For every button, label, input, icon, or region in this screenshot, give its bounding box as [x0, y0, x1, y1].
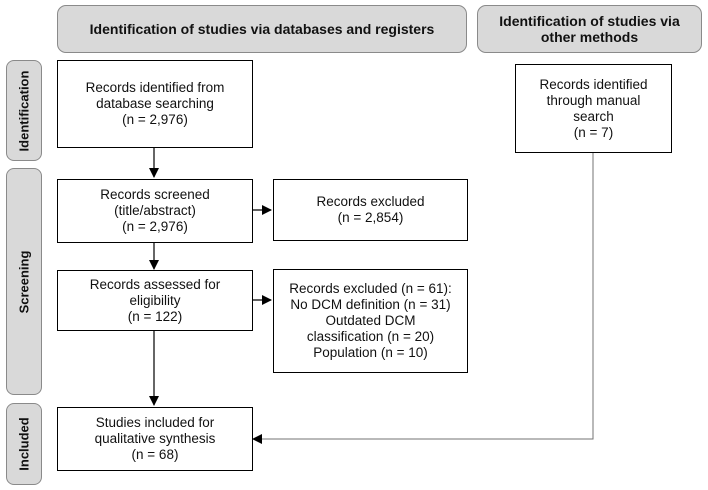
box-studies-included: Studies included for qualitative synthes… — [57, 407, 253, 471]
box-text: (title/abstract) — [114, 203, 196, 218]
arrow-manual-to-included — [255, 153, 594, 440]
header-other-line1: Identification of studies via — [499, 13, 680, 29]
box-records-identified: Records identified from database searchi… — [57, 60, 253, 148]
box-text: Records excluded — [316, 194, 425, 209]
box-text: Records identified — [539, 76, 648, 92]
phase-screening-label: Screening — [16, 250, 32, 313]
box-text: eligibility — [129, 292, 181, 308]
phase-identification: Identification — [6, 60, 42, 161]
box-manual-search: Records identified through manual search… — [515, 64, 672, 153]
box-text: Studies included for — [95, 415, 215, 430]
phase-identification-label: Identification — [16, 70, 32, 151]
phase-included: Included — [6, 403, 42, 485]
phase-included-label: Included — [16, 417, 32, 471]
box-text: through manual — [546, 92, 641, 108]
box-text: (n = 7) — [573, 124, 614, 140]
box-text: Records excluded (n = 61): — [289, 281, 452, 296]
box-text: Population (n = 10) — [313, 345, 428, 360]
box-text: Records assessed for — [89, 276, 221, 292]
box-records-screened: Records screened (title/abstract) (n = 2… — [57, 179, 253, 243]
header-other-methods: Identification of studies via other meth… — [477, 5, 702, 53]
box-text: (n = 2,854) — [337, 210, 404, 225]
header-databases-registers: Identification of studies via databases … — [57, 5, 467, 53]
box-records-assessed: Records assessed for eligibility (n = 12… — [57, 270, 253, 331]
box-text: database searching — [96, 96, 214, 111]
box-text: (n = 122) — [127, 308, 183, 324]
box-text: (n = 2,976) — [122, 112, 188, 127]
box-text: Outdated DCM — [325, 313, 416, 328]
box-text: classification (n = 20) — [306, 329, 435, 344]
header-databases-text: Identification of studies via databases … — [89, 21, 435, 37]
phase-screening: Screening — [6, 168, 42, 395]
box-text: Records screened — [100, 187, 210, 202]
box-text: (n = 68) — [131, 447, 179, 462]
box-records-excluded: Records excluded (n = 2,854) — [273, 179, 468, 241]
header-other-line2: other methods — [540, 29, 639, 45]
box-text: No DCM definition (n = 31) — [290, 297, 451, 312]
box-text: qualitative synthesis — [94, 431, 216, 446]
box-text: (n = 2,976) — [122, 219, 188, 234]
box-records-excluded-eligibility: Records excluded (n = 61): No DCM defini… — [273, 269, 468, 373]
box-text: Records identified from — [85, 80, 225, 95]
box-text: search — [573, 108, 614, 124]
